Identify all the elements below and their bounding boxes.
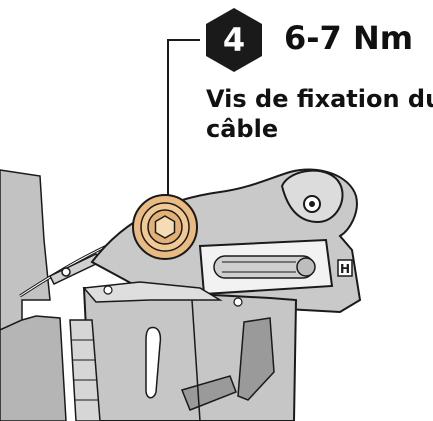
rivet-1: [103, 285, 113, 295]
torque-value: 6-7 Nm: [284, 19, 414, 57]
cable-fixing-bolt: [132, 194, 198, 260]
rivet-2: [233, 297, 243, 307]
limit-screw-letter: H: [340, 262, 350, 276]
cable-end-cap: [61, 267, 71, 277]
plate-bracket-top: [82, 281, 223, 303]
plate-slot-right: [237, 317, 275, 401]
plate-edge: [191, 299, 201, 421]
hex-socket: [154, 215, 176, 239]
link-pin-end: [296, 257, 316, 277]
leader-line: [167, 39, 200, 218]
step-number: 4: [223, 21, 245, 59]
caption-line-1: Vis de fixation du: [206, 85, 433, 113]
side-rail: [69, 319, 101, 421]
plate-slot-left: [145, 326, 162, 399]
plate-slot-bottom: [180, 375, 237, 411]
frame-lower: [0, 315, 67, 421]
step-badge: [206, 8, 262, 72]
callout-caption: Vis de fixation du câble: [206, 84, 433, 144]
frame-dropout: [0, 169, 51, 331]
caption-line-2: câble: [206, 115, 279, 143]
limit-screw-marker: [337, 259, 353, 277]
cable-anchor-bolt-center: [309, 201, 315, 207]
cable-housing: [48, 253, 102, 285]
